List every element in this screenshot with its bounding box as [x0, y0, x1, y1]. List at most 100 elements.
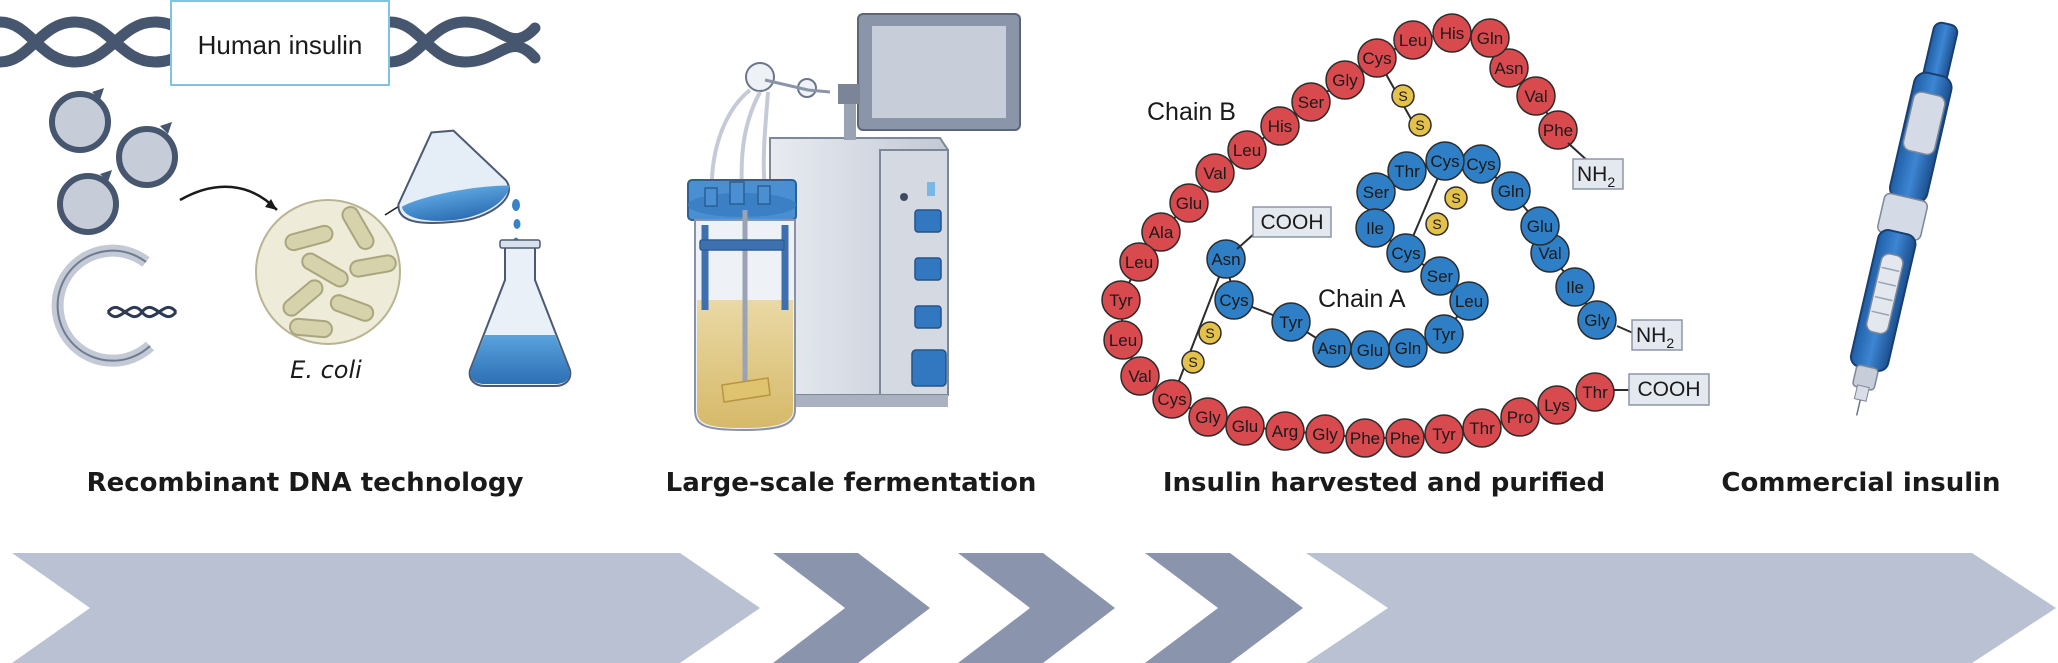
chain-b-residue: Glu — [1225, 406, 1265, 446]
svg-text:Asn: Asn — [1211, 250, 1240, 269]
svg-text:S: S — [1415, 117, 1424, 133]
svg-text:Lys: Lys — [1544, 396, 1570, 415]
chain-b-residue: Leu — [1119, 242, 1159, 282]
chain-b-residue: Phe — [1385, 418, 1425, 458]
sulfur-atom: S — [1198, 321, 1222, 345]
chain-b-residue: Val — [1516, 76, 1556, 116]
svg-text:Gly: Gly — [1312, 425, 1338, 444]
svg-text:Tyr: Tyr — [1432, 325, 1456, 344]
svg-text:Leu: Leu — [1455, 292, 1483, 311]
svg-text:Ser: Ser — [1298, 93, 1325, 112]
chain-b-residue: Ser — [1291, 82, 1331, 122]
sulfur-atom: S — [1444, 186, 1468, 210]
sulfur-atom: S — [1408, 113, 1432, 137]
chain-b-residue: Ala — [1141, 212, 1181, 252]
chain-a-residue: Thr — [1387, 151, 1427, 191]
chain-b-residue: Asn — [1489, 48, 1529, 88]
plasmid-icon — [57, 173, 119, 235]
svg-text:Phe: Phe — [1350, 429, 1380, 448]
svg-text:Cys: Cys — [1157, 390, 1186, 409]
chain-b-residue: Phe — [1538, 110, 1578, 150]
svg-text:Val: Val — [1524, 87, 1547, 106]
b-nh2-label: NH2 — [1577, 163, 1615, 190]
chain-a-residue: Tyr — [1424, 314, 1464, 354]
svg-text:Ser: Ser — [1427, 267, 1454, 286]
plasmid-icons — [49, 91, 178, 235]
chain-a-residue: Ser — [1356, 172, 1396, 212]
chain-a-residue: Asn — [1206, 239, 1246, 279]
chain-a-residue: Gln — [1388, 328, 1428, 368]
recombinant-dna-panel: Human insulin — [0, 0, 572, 387]
process-chevron — [958, 553, 1115, 663]
chain-b-residue: His — [1260, 106, 1300, 146]
chain-a-residue: Cys — [1214, 280, 1254, 320]
svg-text:S: S — [1432, 216, 1441, 232]
chain-b-residue: Glu — [1169, 183, 1209, 223]
chain-a-residue: Ser — [1420, 256, 1460, 296]
step-label-commercial-insulin: Commercial insulin — [1721, 468, 2001, 498]
sulfur-atom: S — [1181, 350, 1205, 374]
svg-text:Cys: Cys — [1466, 155, 1495, 174]
svg-text:S: S — [1451, 190, 1460, 206]
svg-text:Gln: Gln — [1395, 339, 1421, 358]
fermentation-panel — [687, 13, 1021, 432]
process-arrow-left — [12, 553, 760, 663]
dna-insert-icon — [106, 305, 178, 319]
a-chain-c-terminus: COOH — [1236, 206, 1332, 250]
svg-text:Tyr: Tyr — [1432, 425, 1456, 444]
svg-text:Gly: Gly — [1332, 71, 1358, 90]
svg-text:S: S — [1188, 354, 1197, 370]
svg-text:Thr: Thr — [1582, 383, 1608, 402]
svg-text:Ser: Ser — [1363, 183, 1390, 202]
monitor-screen-icon — [838, 13, 1021, 140]
chain-b-residue: Val — [1120, 356, 1160, 396]
step-label-recombinant-dna: Recombinant DNA technology — [86, 468, 524, 498]
chain-b-residues: PheValAsnGlnHisLeuCysGlySerHisLeuValGluA… — [1101, 13, 1615, 458]
chain-a-residues: GlyIleValGluGlnCysCysThrSerIleCysSerLeuT… — [1206, 141, 1617, 370]
process-arrow-right — [1306, 553, 2056, 663]
chain-a-residue: Tyr — [1271, 302, 1311, 342]
chain-b-residue: Tyr — [1424, 414, 1464, 454]
process-chevron — [773, 553, 930, 663]
chain-a-residue: Gly — [1577, 300, 1617, 340]
chain-b-residue: His — [1432, 13, 1472, 53]
svg-text:Val: Val — [1128, 367, 1151, 386]
svg-text:Leu: Leu — [1109, 331, 1137, 350]
bioreactor-control-unit — [769, 137, 949, 407]
insulin-pen-icon — [1849, 21, 1959, 416]
chain-a-residue: Glu — [1520, 206, 1560, 246]
chain-a-residue: Cys — [1386, 233, 1426, 273]
svg-text:Val: Val — [1203, 164, 1226, 183]
svg-text:Glu: Glu — [1176, 194, 1202, 213]
svg-text:His: His — [1440, 24, 1465, 43]
chain-b-residue: Leu — [1103, 320, 1143, 360]
svg-text:Cys: Cys — [1391, 244, 1420, 263]
chain-a-residue: Ile — [1355, 208, 1395, 248]
chain-a-residue: Gln — [1491, 171, 1531, 211]
svg-text:Cys: Cys — [1219, 291, 1248, 310]
b-chain-n-terminus: NH2 — [1567, 142, 1624, 190]
svg-text:His: His — [1268, 117, 1293, 136]
svg-text:Gln: Gln — [1477, 29, 1503, 48]
svg-text:Tyr: Tyr — [1279, 313, 1303, 332]
svg-text:Ala: Ala — [1149, 223, 1174, 242]
svg-text:Ile: Ile — [1566, 278, 1584, 297]
svg-text:S: S — [1398, 88, 1407, 104]
sulfur-atom: S — [1425, 212, 1449, 236]
gene-label-box — [170, 0, 390, 86]
svg-text:Gly: Gly — [1584, 311, 1610, 330]
chain-b-residue: Leu — [1393, 20, 1433, 60]
process-arrow-bar — [12, 553, 2056, 663]
svg-text:Leu: Leu — [1399, 31, 1427, 50]
svg-text:Asn: Asn — [1494, 59, 1523, 78]
chain-b-residue: Gly — [1188, 397, 1228, 437]
chain-a-residue: Cys — [1425, 141, 1465, 181]
chain-b-residue: Gln — [1470, 18, 1510, 58]
chain-b-residue: Val — [1195, 153, 1235, 193]
chain-b-residue: Thr — [1575, 372, 1615, 412]
chain-b-label: Chain B — [1147, 98, 1236, 126]
step-label-harvest-purify: Insulin harvested and purified — [1162, 468, 1606, 498]
